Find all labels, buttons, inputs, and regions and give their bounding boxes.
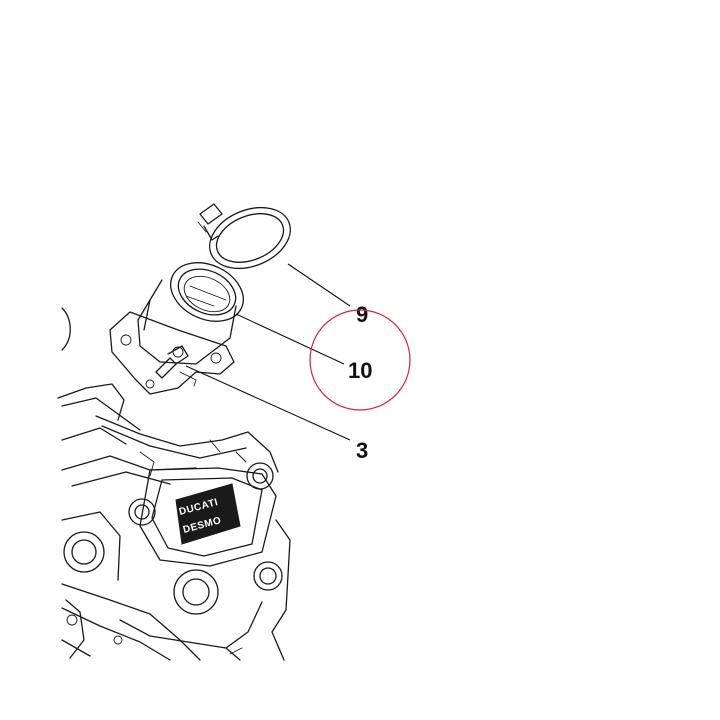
intake-manifold-part-10[interactable] [109,251,253,395]
callout-9[interactable]: 9 [356,302,368,327]
highlight-circle [309,309,411,411]
leader-line-3 [185,365,351,441]
callout-3[interactable]: 3 [356,438,368,463]
engine-block: DUCATI DESMO [57,307,291,661]
leader-line-10 [235,313,345,365]
brand-plate [175,483,241,545]
callout-10[interactable]: 10 [348,358,372,383]
bolt-part-3[interactable] [155,345,197,387]
hose-clamp-part-9[interactable] [197,196,299,279]
leader-line-9 [287,263,351,307]
